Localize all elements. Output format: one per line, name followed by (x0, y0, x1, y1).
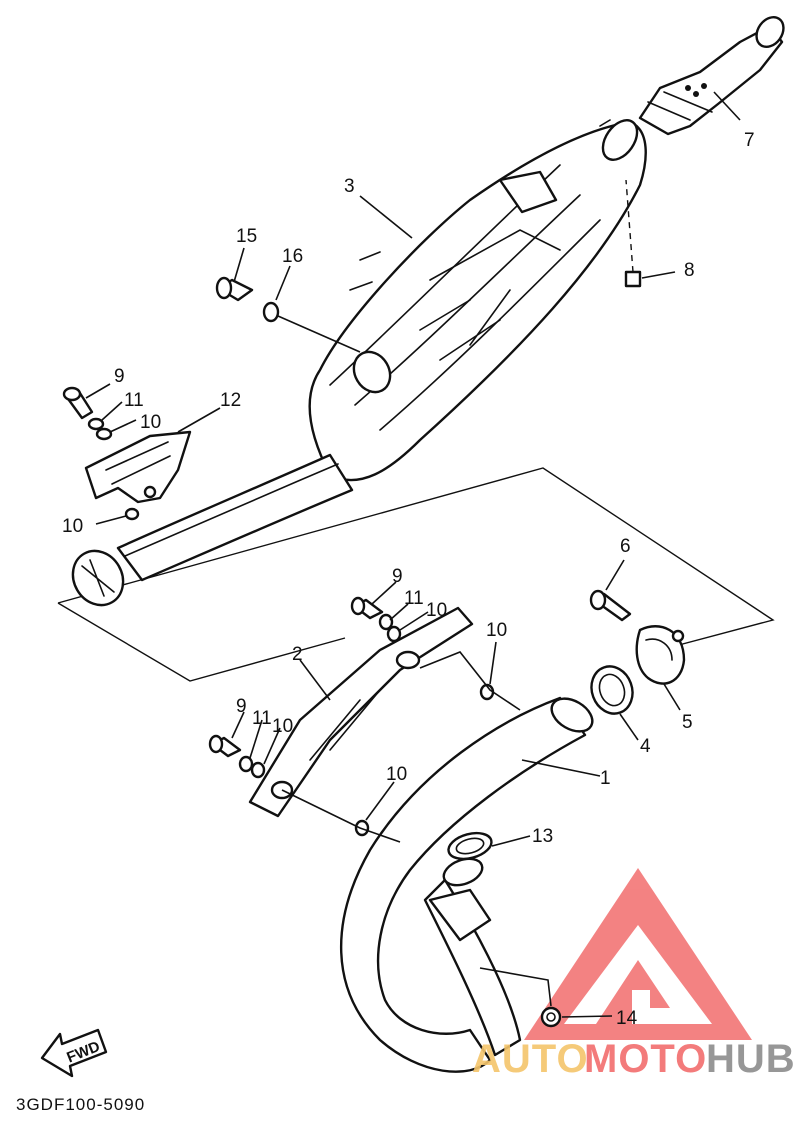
bolt-9-top (62, 386, 94, 420)
exhaust-pipe (339, 696, 594, 1073)
callout-15: 15 (236, 226, 257, 247)
leader-10-right-axis (419, 651, 521, 711)
assembly-frame-lower (57, 602, 346, 682)
callout-10-top: 10 (140, 412, 161, 433)
nut-14 (540, 1006, 562, 1028)
assembly-frame (57, 467, 775, 651)
leader-8-axis (625, 179, 634, 273)
leader-15 (233, 247, 245, 283)
fwd-arrow: FWD (40, 1028, 108, 1078)
callout-9-top: 9 (114, 366, 125, 387)
callout-6: 6 (620, 536, 631, 557)
leader-16-axis (277, 315, 361, 353)
leader-10-low (263, 727, 281, 765)
callout-16: 16 (282, 246, 303, 267)
callout-5: 5 (682, 712, 693, 733)
watermark-text: AUTO MOTO HUB (472, 1037, 796, 1081)
watermark-part-2: MOTO (584, 1037, 707, 1081)
watermark-part-3: HUB (706, 1037, 796, 1081)
muffler (308, 119, 647, 482)
leader-11-low (249, 719, 263, 759)
callout-2: 2 (292, 644, 303, 665)
leader-14 (561, 1015, 613, 1018)
leader-3 (359, 195, 413, 239)
callout-12: 12 (220, 390, 241, 411)
muffler-pipe (71, 453, 354, 607)
bolt-8 (624, 270, 642, 288)
heat-protector (84, 430, 192, 504)
callout-10-right: 10 (486, 620, 507, 641)
callout-9-mid: 9 (392, 566, 403, 587)
leader-4 (619, 713, 639, 741)
leader-1 (521, 759, 601, 777)
leader-11-top (101, 401, 123, 421)
callout-13: 13 (532, 826, 553, 847)
leader-8 (641, 271, 676, 279)
watermark-logo (524, 868, 752, 1040)
leader-13 (491, 835, 531, 847)
leader-5 (663, 683, 681, 711)
washer-16 (262, 301, 280, 323)
bolt-6 (589, 589, 632, 622)
callout-14: 14 (616, 1008, 638, 1029)
joint (590, 665, 634, 715)
leader-14-axis (479, 967, 552, 1007)
callout-8: 8 (684, 260, 695, 281)
washer-11-low (238, 755, 254, 773)
joint-inner (598, 673, 626, 707)
washer-11-mid (378, 613, 394, 631)
leader-9-top (85, 383, 111, 399)
drawing-code: 3GDF100-5090 (16, 1095, 145, 1114)
spark-arrester (638, 15, 785, 136)
callout-10-lower: 10 (386, 764, 407, 785)
leader-10-right (489, 641, 497, 685)
leader-16 (275, 265, 291, 301)
bolt-15 (215, 276, 254, 302)
leader-10-top (109, 419, 137, 433)
leader-10-mid (399, 611, 429, 631)
washer-11-top (87, 417, 105, 431)
leader-2 (299, 659, 331, 701)
callout-3: 3 (344, 176, 355, 197)
watermark-part-1: AUTO (472, 1037, 589, 1081)
washer-10-mid (386, 625, 402, 643)
callout-7: 7 (744, 130, 755, 151)
callout-11-mid: 11 (404, 588, 424, 609)
callout-4: 4 (640, 736, 651, 757)
washer-10-left (124, 507, 140, 521)
leader-9-low (231, 711, 245, 739)
gasket-inner (455, 837, 485, 855)
callout-11-low: 11 (252, 708, 272, 729)
bolt-9-low (208, 734, 242, 758)
bolt-9-mid (350, 596, 384, 620)
leader-7 (713, 91, 741, 121)
callout-1: 1 (600, 768, 611, 789)
callout-10-mid: 10 (426, 600, 447, 621)
leader-12 (177, 407, 221, 433)
callout-10-low: 10 (272, 716, 293, 737)
leader-11-mid (389, 603, 409, 621)
leader-6 (605, 559, 625, 591)
leader-10-left (95, 515, 127, 525)
clamp (635, 625, 686, 685)
washer-10-top (95, 427, 113, 441)
callout-10-left: 10 (62, 516, 83, 537)
leader-10-lower (365, 781, 395, 821)
callout-11-top: 11 (124, 390, 144, 411)
gasket (447, 831, 493, 861)
callout-9-low: 9 (236, 696, 247, 717)
washer-10-low (250, 761, 266, 779)
leader-10-lower-axis (281, 789, 401, 843)
leader-9-mid (371, 581, 397, 605)
